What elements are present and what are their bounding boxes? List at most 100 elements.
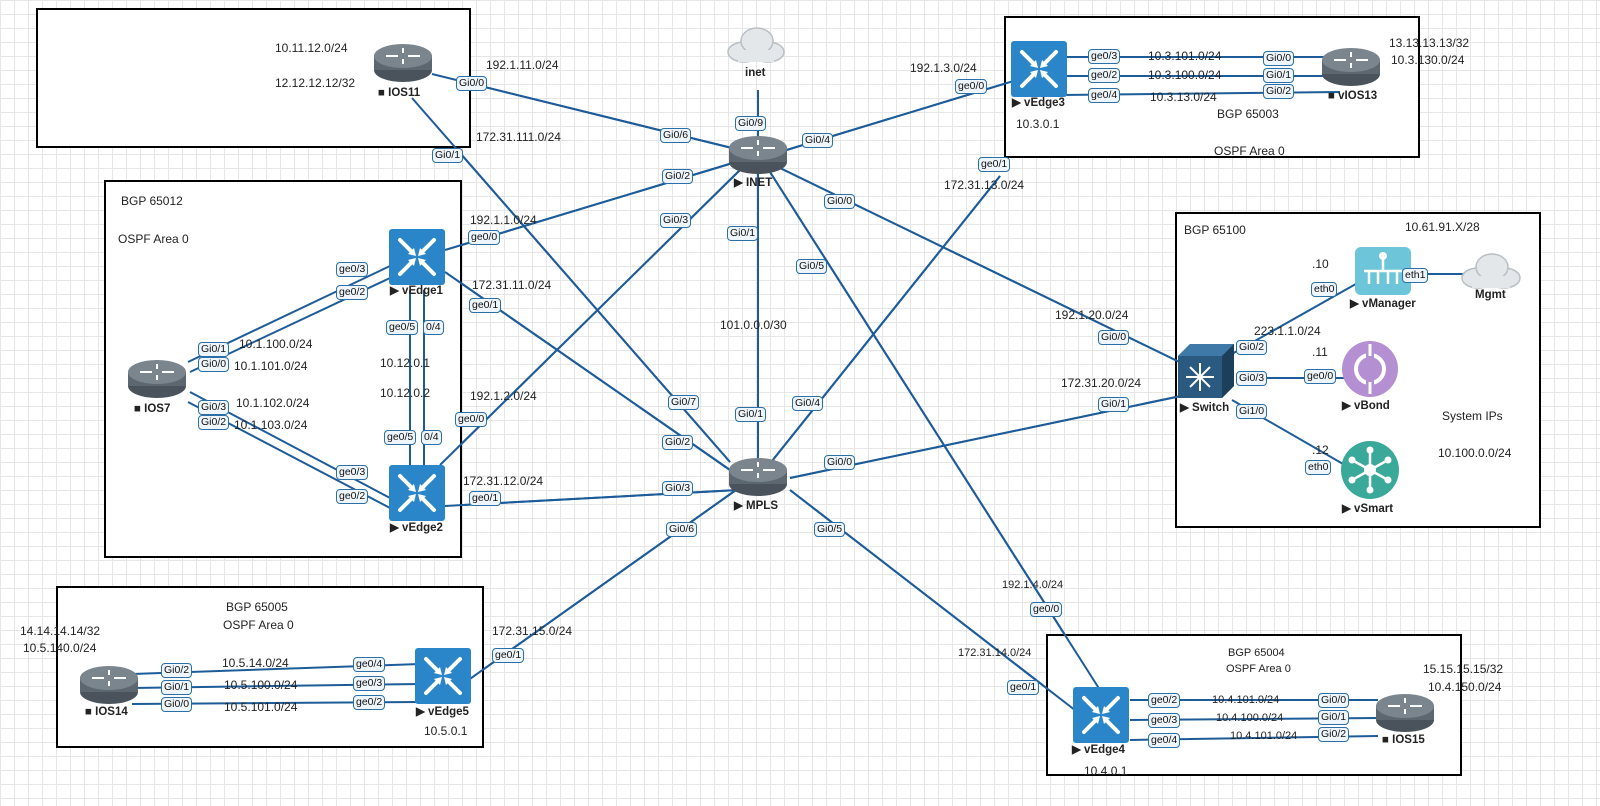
subnet-label: 172.31.12.0/24 — [463, 474, 544, 488]
port-label[interactable]: Gi0/2 — [1236, 340, 1268, 355]
port-label[interactable]: Gi0/4 — [802, 133, 834, 148]
port-label[interactable]: Gi0/6 — [666, 522, 698, 537]
port-label[interactable]: Gi0/1 — [1318, 710, 1350, 725]
port-label[interactable]: Gi0/7 — [668, 395, 700, 410]
ios14-loopback-2: 10.5.140.0/24 — [23, 641, 97, 655]
router-mpls[interactable] — [727, 454, 789, 498]
router-ios11[interactable] — [372, 40, 434, 84]
port-label[interactable]: Gi0/6 — [660, 128, 692, 143]
port-label[interactable]: ge0/0 — [455, 412, 488, 427]
port-label[interactable]: ge0/4 — [353, 657, 386, 672]
port-label[interactable]: Gi0/3 — [660, 213, 692, 228]
port-label[interactable]: 0/4 — [421, 430, 442, 445]
vedge-icon — [389, 229, 445, 285]
vedge-vedge1[interactable] — [388, 228, 446, 286]
port-label[interactable]: ge0/5 — [384, 430, 417, 445]
vedge-vedge4[interactable] — [1072, 686, 1130, 744]
port-label[interactable]: eth0 — [1311, 282, 1338, 297]
system-ips-label: System IPs — [1442, 409, 1503, 423]
subnet-label: 10.5.101.0/24 — [224, 700, 298, 714]
subnet-label: 10.5.14.0/24 — [222, 656, 289, 670]
port-label[interactable]: ge0/2 — [1148, 693, 1181, 708]
port-label[interactable]: ge0/1 — [469, 298, 502, 313]
port-label[interactable]: Gi0/2 — [1318, 727, 1350, 742]
vbond-icon — [1342, 341, 1398, 397]
port-label[interactable]: Gi0/1 — [432, 148, 464, 163]
port-label[interactable]: Gi0/1 — [161, 680, 193, 695]
site12-ospf: OSPF Area 0 — [118, 232, 189, 246]
port-label[interactable]: ge0/2 — [336, 489, 369, 504]
port-label[interactable]: ge0/1 — [469, 491, 502, 506]
port-label[interactable]: eth0 — [1305, 460, 1332, 475]
port-label[interactable]: Gi0/2 — [1263, 84, 1295, 99]
port-label[interactable]: ge0/4 — [1148, 733, 1181, 748]
port-label[interactable]: ge0/3 — [1148, 713, 1181, 728]
port-label[interactable]: ge0/2 — [336, 285, 369, 300]
port-label[interactable]: ge0/3 — [1088, 49, 1121, 64]
port-label[interactable]: ge0/4 — [1088, 88, 1121, 103]
port-label[interactable]: Gi0/0 — [1263, 51, 1295, 66]
port-label[interactable]: eth1 — [1402, 268, 1429, 283]
switch-core[interactable] — [1176, 342, 1236, 400]
subnet-label: 172.31.14.0/24 — [958, 647, 1032, 659]
port-label[interactable]: ge0/0 — [1030, 602, 1063, 617]
port-label[interactable]: Gi0/1 — [727, 226, 759, 241]
subnet-label: 223.1.1.0/24 — [1254, 324, 1321, 338]
controller-vsmart[interactable] — [1340, 440, 1400, 500]
port-label[interactable]: 0/4 — [423, 320, 444, 335]
port-label[interactable]: ge0/1 — [978, 157, 1011, 172]
port-label[interactable]: ge0/2 — [1088, 68, 1121, 83]
port-label[interactable]: ge0/0 — [955, 79, 988, 94]
node-label-vedge3: ▶ vEdge3 — [1012, 97, 1065, 109]
port-label[interactable]: Gi0/1 — [1263, 68, 1295, 83]
port-label[interactable]: ge0/0 — [1304, 369, 1337, 384]
port-label[interactable]: ge0/1 — [492, 648, 525, 663]
port-label[interactable]: Gi0/0 — [1098, 330, 1130, 345]
router-ios14[interactable] — [78, 662, 140, 706]
port-label[interactable]: Gi0/2 — [198, 415, 230, 430]
port-label[interactable]: Gi0/5 — [796, 259, 828, 274]
router-icon — [1322, 48, 1380, 86]
port-label[interactable]: Gi0/3 — [198, 400, 230, 415]
port-label[interactable]: ge0/3 — [336, 262, 369, 277]
router-vios13[interactable] — [1320, 44, 1382, 88]
port-label[interactable]: Gi0/2 — [161, 663, 193, 678]
port-label[interactable]: Gi1/0 — [1236, 404, 1268, 419]
port-label[interactable]: Gi0/9 — [735, 116, 767, 131]
port-label[interactable]: ge0/5 — [386, 320, 419, 335]
vios13-loopback-2: 10.3.130.0/24 — [1391, 53, 1465, 67]
port-label[interactable]: Gi0/2 — [662, 435, 694, 450]
port-label[interactable]: ge0/3 — [336, 465, 369, 480]
port-label[interactable]: Gi0/0 — [824, 455, 856, 470]
subnet-label: 192.1.20.0/24 — [1055, 308, 1129, 322]
port-label[interactable]: Gi0/0 — [824, 194, 856, 209]
port-label[interactable]: ge0/3 — [353, 676, 386, 691]
cloud-mgmt[interactable] — [1458, 250, 1524, 292]
port-label[interactable]: Gi0/1 — [735, 407, 767, 422]
port-label[interactable]: Gi0/5 — [814, 522, 846, 537]
vedge-vedge2[interactable] — [388, 464, 446, 522]
port-label[interactable]: Gi0/1 — [1098, 397, 1130, 412]
port-label[interactable]: Gi0/0 — [161, 697, 193, 712]
router-inet[interactable] — [727, 132, 789, 176]
vedge-vedge3[interactable] — [1010, 40, 1068, 98]
port-label[interactable]: Gi0/0 — [1318, 693, 1350, 708]
router-ios15[interactable] — [1374, 690, 1436, 734]
router-ios7[interactable] — [126, 356, 188, 400]
port-label[interactable]: ge0/2 — [353, 695, 386, 710]
port-label[interactable]: Gi0/2 — [662, 169, 694, 184]
subnet-label: 172.31.11.0/24 — [472, 278, 552, 292]
controller-vbond[interactable] — [1340, 340, 1400, 398]
vedge-vedge5[interactable] — [414, 647, 472, 705]
port-label[interactable]: Gi0/1 — [198, 342, 230, 357]
cloud-inet[interactable] — [724, 24, 788, 66]
port-label[interactable]: Gi0/4 — [792, 396, 824, 411]
port-label[interactable]: ge0/0 — [468, 230, 501, 245]
subnet-label: 10.3.100.0/24 — [1148, 68, 1222, 82]
port-label[interactable]: Gi0/3 — [1236, 371, 1268, 386]
port-label[interactable]: ge0/1 — [1007, 680, 1040, 695]
port-label[interactable]: Gi0/3 — [662, 481, 694, 496]
port-label[interactable]: Gi0/0 — [456, 76, 488, 91]
controller-vmanager[interactable] — [1354, 246, 1412, 296]
port-label[interactable]: Gi0/0 — [198, 357, 230, 372]
